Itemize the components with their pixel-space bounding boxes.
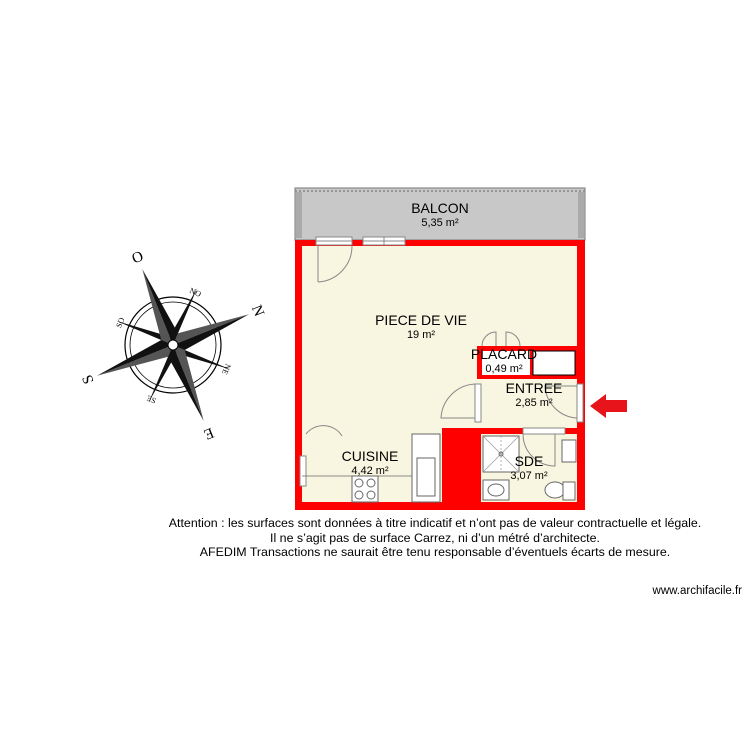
balcony-door	[317, 245, 353, 283]
sde-area: 3,07 m²	[510, 470, 548, 482]
entrance-arrow	[590, 394, 627, 418]
balcony	[294, 187, 586, 241]
entree-area: 2,85 m²	[515, 397, 553, 409]
balcony-windows	[315, 236, 406, 246]
toilet	[544, 481, 566, 499]
compass-major-points	[96, 268, 250, 422]
disclaimer: Attention : les surfaces sont données à …	[115, 516, 750, 560]
balcon-name: BALCON	[411, 200, 469, 216]
compass-label-n: N	[248, 303, 267, 319]
placard-area: 0,49 m²	[485, 363, 523, 375]
entree-name: ENTREE	[506, 380, 563, 396]
washbasin	[482, 479, 510, 501]
bathroom-fixtures	[482, 435, 577, 501]
placard-doors	[481, 331, 521, 347]
piece-de-vie-name: PIECE DE VIE	[375, 312, 467, 328]
placard-floor	[482, 351, 530, 375]
fridge	[411, 433, 441, 503]
compass-label-se: SE	[145, 393, 157, 405]
compass-label-no: NO	[188, 286, 202, 299]
balcon-area: 5,35 m²	[421, 217, 459, 229]
sde-name: SDE	[515, 453, 544, 469]
kitchen-fixtures	[302, 433, 441, 503]
website-link[interactable]: www.archifacile.fr	[652, 585, 742, 597]
room-labels: BALCON 5,35 m² PIECE DE VIE 19 m² PLACAR…	[342, 200, 563, 482]
compass-center	[167, 339, 179, 351]
compass-label-ne: NE	[220, 362, 232, 375]
sde-door	[522, 427, 566, 467]
compass-label-e: E	[201, 424, 215, 442]
entree-door	[440, 383, 482, 423]
compass-label-s: S	[80, 372, 98, 386]
disclaimer-line-2: Il ne s’agit pas de surface Carrez, ni d…	[270, 530, 600, 545]
cuisine-area: 4,42 m²	[351, 465, 389, 477]
front-door	[544, 383, 584, 423]
compass-label-o: O	[130, 248, 146, 267]
piece-de-vie-area: 19 m²	[407, 329, 435, 341]
cuisine-opening	[299, 425, 442, 487]
compass-label-so: SO	[114, 316, 126, 329]
placard-name: PLACARD	[471, 346, 537, 362]
placard-shelf	[532, 350, 576, 376]
toilet-tank	[561, 439, 577, 463]
disclaimer-line-3: AFEDIM Transactions ne saurait être tenu…	[199, 545, 671, 559]
disclaimer-line-1: Attention : les surfaces sont données à …	[168, 516, 702, 530]
entree-inner-floor	[481, 380, 577, 427]
compass-rose: O E N S NO SO NE SE	[80, 248, 267, 442]
cuisine-name: CUISINE	[342, 448, 399, 464]
